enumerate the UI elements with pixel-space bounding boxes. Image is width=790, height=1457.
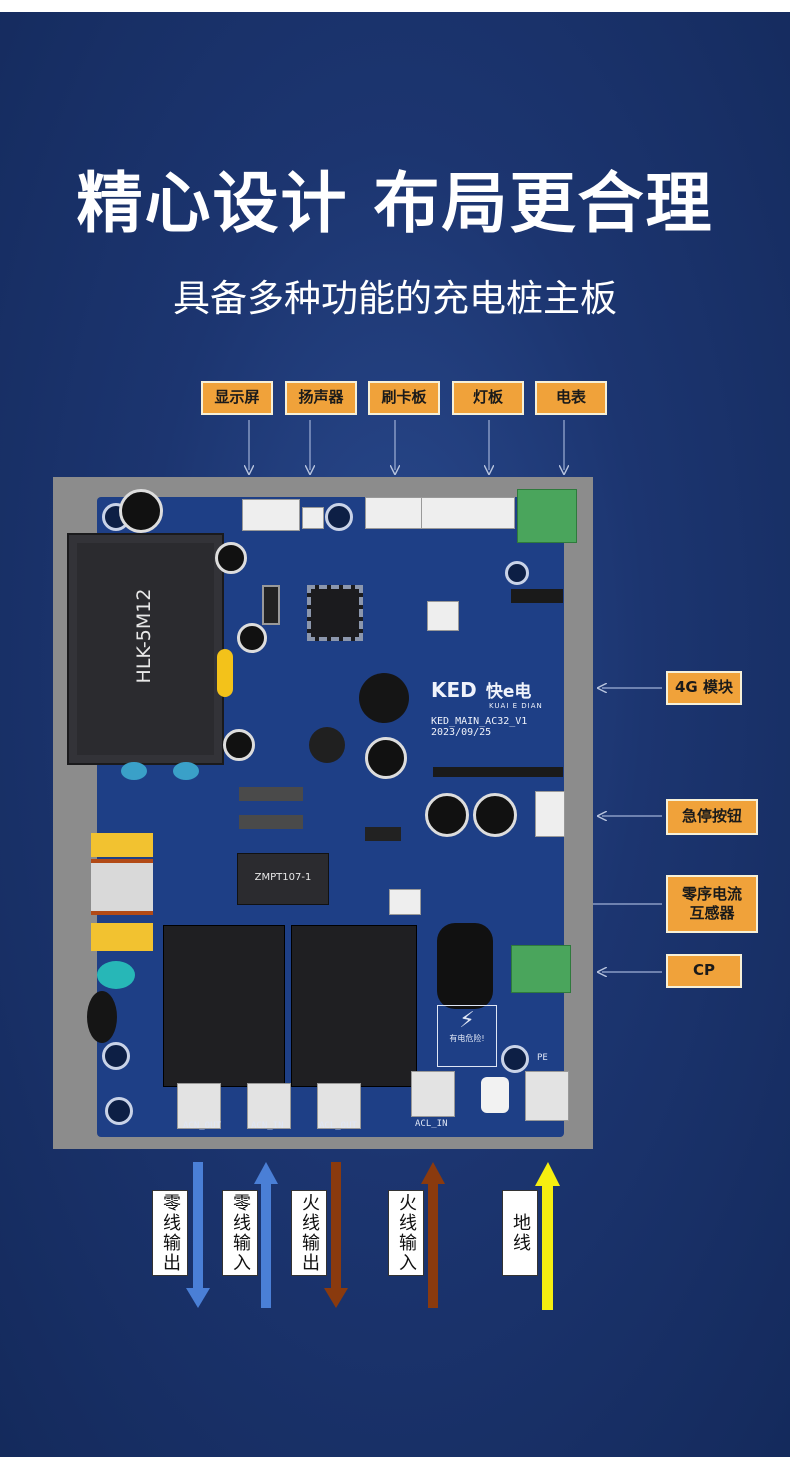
small-connector — [427, 601, 459, 631]
label-speaker: 扬声器 — [285, 381, 357, 415]
mount-hole — [501, 1045, 529, 1073]
terminal-pe — [525, 1071, 569, 1121]
pcb-board: HLK-5M12 KED 快e电 KUAI E DIAN KED_MAIN_AC… — [67, 489, 577, 1137]
label-display: 显示屏 — [201, 381, 273, 415]
mount-hole — [102, 1042, 130, 1070]
residual-sensor-connector — [389, 889, 421, 915]
meter-terminal — [517, 489, 577, 543]
mount-hole — [105, 1097, 133, 1125]
yellow-capacitor — [217, 649, 233, 697]
pin-header — [433, 767, 563, 777]
inductor — [309, 727, 345, 763]
common-mode-choke-core — [91, 859, 153, 915]
voltage-transformer: ZMPT107-1 — [237, 853, 329, 905]
page-subtitle: 具备多种功能的充电桩主板 — [173, 277, 617, 320]
terminal-acn-in — [247, 1083, 291, 1129]
ceramic-component — [481, 1077, 509, 1113]
page-title: 精心设计 布局更合理 — [76, 165, 714, 242]
ic-chip — [365, 827, 401, 841]
capacitor — [237, 623, 267, 653]
mount-hole — [325, 503, 353, 531]
warning-text: 有电危险! — [449, 1034, 485, 1043]
relay-neutral — [163, 925, 285, 1087]
terminal-label-acl-out: ACL_OUT — [319, 1121, 357, 1131]
capacitor — [215, 542, 247, 574]
relay-live — [291, 925, 417, 1087]
label-meter: 电表 — [535, 381, 607, 415]
label-emergency-stop: 急停按钮 — [666, 799, 758, 835]
terminal-label-acn-out: ACN_OUT — [183, 1121, 221, 1131]
label-neutral-in: 零线输入 — [222, 1190, 258, 1276]
label-light-board: 灯板 — [452, 381, 524, 415]
label-residual-current-sensor-line1: 零序电流 — [681, 884, 742, 903]
varistor — [97, 961, 135, 989]
terminal-acl-out — [317, 1083, 361, 1129]
brand-sub: KUAI E DIAN — [489, 702, 543, 710]
resistor — [239, 815, 303, 829]
display-connector — [242, 499, 300, 531]
x-capacitor — [173, 762, 199, 780]
warning-zone: ⚡ 有电危险! — [437, 1005, 497, 1067]
label-live-in: 火线输入 — [388, 1190, 424, 1276]
label-neutral-out: 零线输出 — [152, 1190, 188, 1276]
power-module-label: HLK-5M12 — [133, 588, 155, 684]
connector-4g — [511, 589, 563, 603]
resistor — [239, 787, 303, 801]
header-pins — [262, 585, 280, 625]
label-cp: CP — [666, 954, 742, 988]
brand-logo-text: KED — [431, 678, 477, 702]
terminal-label-acn-in: ACN_IN — [251, 1121, 284, 1131]
label-residual-current-sensor: 零序电流 互感器 — [666, 875, 758, 933]
label-4g-module: 4G 模块 — [666, 671, 742, 705]
brand-name: 快e电 — [485, 682, 532, 702]
board-date: 2023/09/25 — [431, 727, 492, 738]
label-card-reader: 刷卡板 — [368, 381, 440, 415]
common-mode-choke — [91, 833, 153, 857]
card-reader-connector — [365, 497, 423, 529]
voltage-transformer-label: ZMPT107-1 — [254, 872, 312, 883]
mount-hole — [505, 561, 529, 585]
label-ground: 地线 — [502, 1190, 538, 1276]
terminal-acl-in — [411, 1071, 455, 1117]
label-live-out: 火线输出 — [291, 1190, 327, 1276]
brand-logo: KED 快e电 KUAI E DIAN KED_MAIN_AC32_V1 202… — [431, 677, 551, 747]
capacitor — [365, 737, 407, 779]
mcu-chip — [307, 585, 363, 641]
label-residual-current-sensor-line2: 互感器 — [689, 904, 735, 922]
capacitor — [473, 793, 517, 837]
x-capacitor — [121, 762, 147, 780]
terminal-label-pe: PE — [537, 1053, 548, 1063]
capacitor — [223, 729, 255, 761]
cp-terminal — [511, 945, 571, 993]
terminal-label-acl-in: ACL_IN — [415, 1119, 448, 1129]
common-mode-choke — [91, 923, 153, 951]
buzzer — [359, 673, 409, 723]
emergency-stop-connector — [535, 791, 565, 837]
capacitor — [119, 489, 163, 533]
board-model: KED_MAIN_AC32_V1 — [431, 716, 528, 727]
current-transformer — [437, 923, 493, 1009]
capacitor — [425, 793, 469, 837]
speaker-connector — [302, 507, 324, 529]
power-module: HLK-5M12 — [67, 533, 224, 765]
lightning-icon: ⚡ — [459, 1008, 475, 1033]
varistor — [87, 991, 117, 1043]
top-strip — [0, 0, 790, 12]
light-board-connector — [421, 497, 515, 529]
terminal-acn-out — [177, 1083, 221, 1129]
